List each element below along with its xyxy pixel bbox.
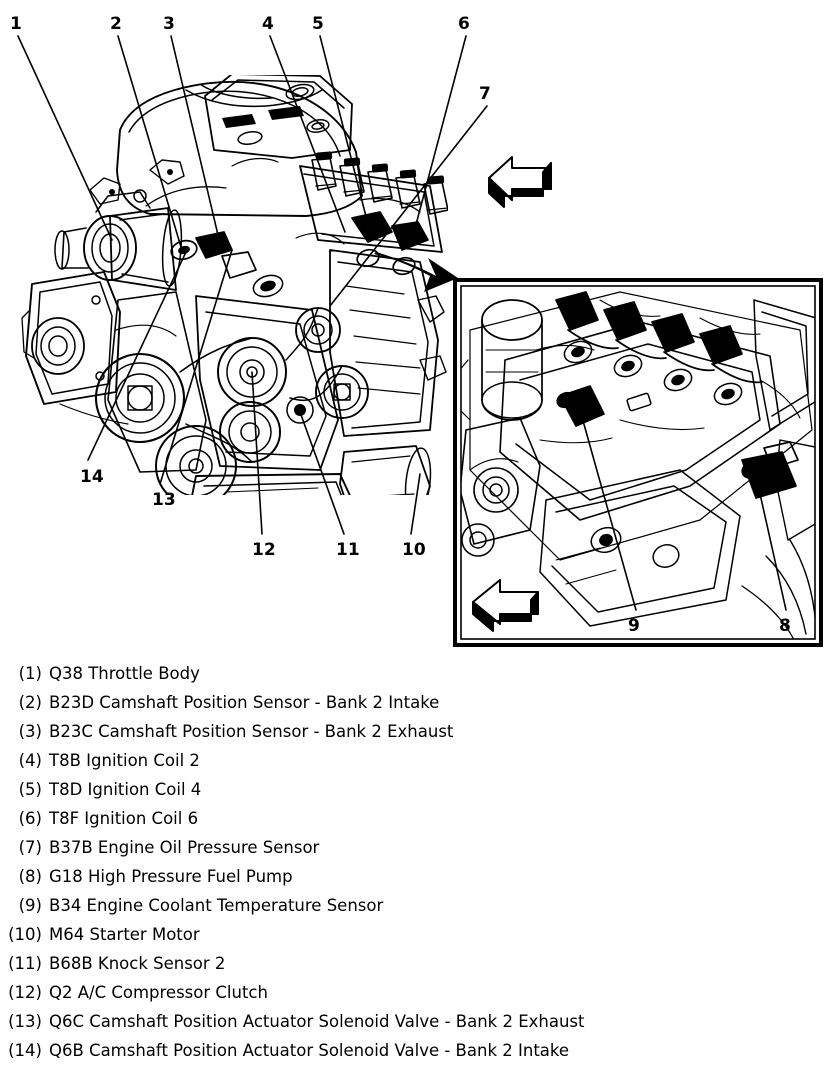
callout-number-8: 8	[779, 616, 791, 636]
inset-panel	[453, 278, 823, 647]
callout-number-7: 7	[479, 84, 491, 104]
inset-leader-lines	[579, 409, 787, 611]
engine-diagram-artwork	[17, 35, 823, 647]
legend-number: (9)	[18, 896, 42, 915]
legend-item: (8) G18 High Pressure Fuel Pump	[0, 867, 835, 896]
legend-item: (4) T8B Ignition Coil 2	[0, 751, 835, 780]
callout-number-9: 9	[628, 616, 640, 636]
callout-number-12: 12	[252, 540, 276, 560]
legend-item: (12) Q2 A/C Compressor Clutch	[0, 983, 835, 1012]
legend-label: B34 Engine Coolant Temperature Sensor	[49, 896, 384, 915]
callout-number-3: 3	[163, 14, 175, 34]
callout-number-1: 1	[10, 14, 22, 34]
legend-number: (3)	[18, 722, 42, 741]
engine-illustration	[21, 75, 448, 495]
legend-label: T8B Ignition Coil 2	[49, 751, 200, 770]
legend-item: (5) T8D Ignition Coil 4	[0, 780, 835, 809]
legend-item: (3) B23C Camshaft Position Sensor - Bank…	[0, 722, 835, 751]
legend-item: (2) B23D Camshaft Position Sensor - Bank…	[0, 693, 835, 722]
legend-number: (6)	[18, 809, 42, 828]
legend-number: (7)	[18, 838, 42, 857]
legend-label: Q2 A/C Compressor Clutch	[49, 983, 268, 1002]
inset-illustration	[461, 291, 815, 639]
legend-label: T8D Ignition Coil 4	[49, 780, 202, 799]
callout-number-13: 13	[152, 490, 176, 510]
legend-number: (14)	[8, 1041, 42, 1060]
legend-label: Q6B Camshaft Position Actuator Solenoid …	[49, 1041, 570, 1060]
legend-item: (7) B37B Engine Oil Pressure Sensor	[0, 838, 835, 867]
callout-number-6: 6	[458, 14, 470, 34]
callout-number-2: 2	[110, 14, 122, 34]
legend-number: (10)	[8, 925, 42, 944]
inset-view-direction-arrow	[472, 579, 539, 632]
legend-item: (13) Q6C Camshaft Position Actuator Sole…	[0, 1012, 835, 1041]
legend-list: (1) Q38 Throttle Body (2) B23D Camshaft …	[0, 664, 835, 1070]
callout-number-5: 5	[312, 14, 324, 34]
legend-item: (14) Q6B Camshaft Position Actuator Sole…	[0, 1041, 835, 1070]
callout-number-11: 11	[336, 540, 360, 560]
legend-label: T8F Ignition Coil 6	[49, 809, 199, 828]
legend-number: (5)	[18, 780, 42, 799]
legend-label: B37B Engine Oil Pressure Sensor	[49, 838, 320, 857]
legend-label: G18 High Pressure Fuel Pump	[49, 867, 293, 886]
legend-number: (8)	[18, 867, 42, 886]
legend-number: (1)	[18, 664, 42, 683]
leader-lines	[17, 35, 488, 535]
legend-label: Q6C Camshaft Position Actuator Solenoid …	[49, 1012, 585, 1031]
legend-item: (1) Q38 Throttle Body	[0, 664, 835, 693]
callout-number-4: 4	[262, 14, 274, 34]
callout-number-10: 10	[402, 540, 426, 560]
legend-number: (11)	[8, 954, 42, 973]
legend-label: B23C Camshaft Position Sensor - Bank 2 E…	[49, 722, 454, 741]
legend-item: (10) M64 Starter Motor	[0, 925, 835, 954]
legend-item: (11) B68B Knock Sensor 2	[0, 954, 835, 983]
legend-number: (13)	[8, 1012, 42, 1031]
legend-label: M64 Starter Motor	[49, 925, 200, 944]
legend-number: (4)	[18, 751, 42, 770]
legend-label: B68B Knock Sensor 2	[49, 954, 226, 973]
legend-number: (2)	[18, 693, 42, 712]
callout-number-14: 14	[80, 467, 104, 487]
view-direction-arrow	[488, 156, 552, 208]
legend-number: (12)	[8, 983, 42, 1002]
engine-diagram-figure: 1 2 3 4 5 6 7 8 9 10 11 12 13 14	[10, 14, 823, 647]
inset-pointer-arrow	[374, 252, 458, 292]
legend-label: B23D Camshaft Position Sensor - Bank 2 I…	[49, 693, 440, 712]
legend-item: (6) T8F Ignition Coil 6	[0, 809, 835, 838]
legend-label: Q38 Throttle Body	[49, 664, 200, 683]
legend-item: (9) B34 Engine Coolant Temperature Senso…	[0, 896, 835, 925]
